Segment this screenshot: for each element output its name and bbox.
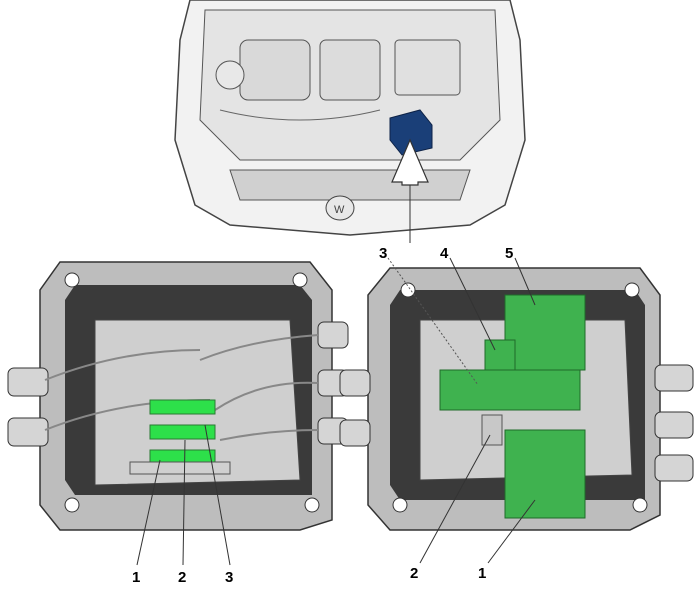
left-label-2: 2 [178, 569, 186, 586]
relay-1 [504, 429, 586, 519]
right-label-3: 3 [379, 245, 387, 262]
fuse-2 [149, 424, 216, 440]
control-module [389, 109, 433, 156]
relay-5 [504, 294, 586, 371]
left-junction-box [7, 261, 349, 566]
terminal-block-3 [439, 369, 581, 411]
left-label-1: 1 [132, 569, 140, 586]
right-junction-box [339, 257, 694, 564]
right-label-5: 5 [505, 245, 513, 262]
car-engine-bay: W [174, 0, 526, 243]
terminal-2 [481, 414, 503, 446]
right-label-2: 2 [410, 565, 418, 582]
fuse-1 [149, 399, 216, 415]
left-label-3: 3 [225, 569, 233, 586]
svg-text:W: W [334, 204, 345, 216]
right-label-4: 4 [440, 245, 449, 262]
right-label-1: 1 [478, 565, 486, 582]
terminal-4 [484, 339, 516, 376]
